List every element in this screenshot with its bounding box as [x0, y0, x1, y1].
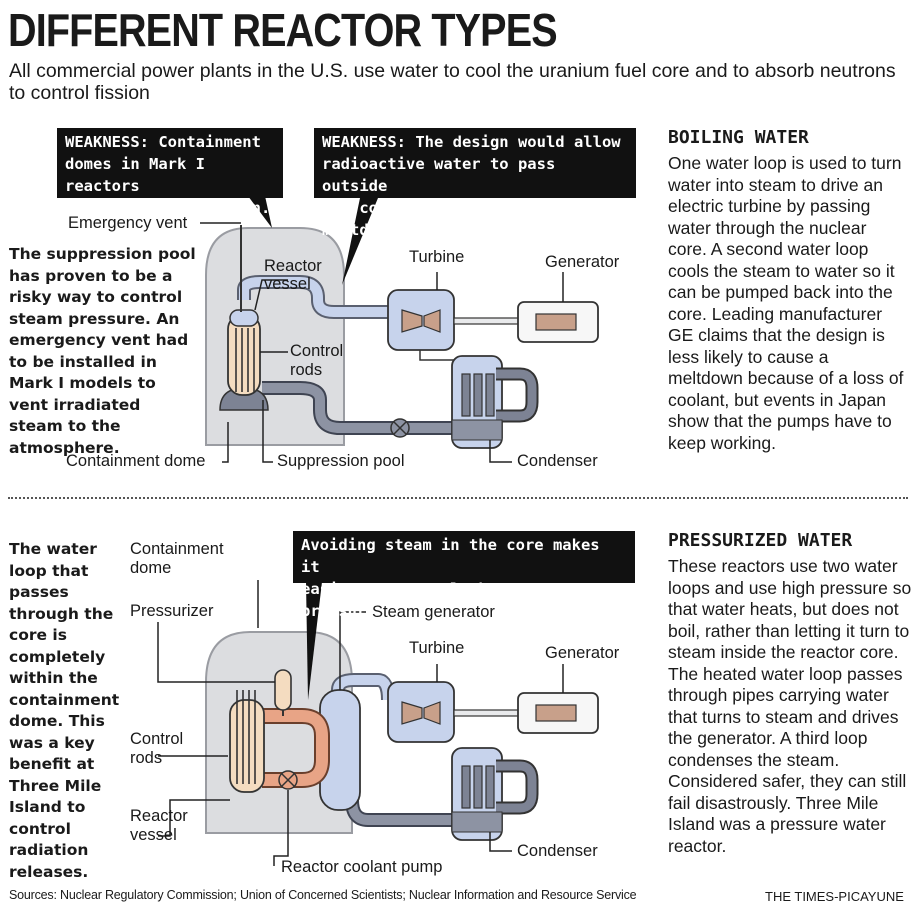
label-pwr-containment-dome-line2: dome [130, 559, 172, 577]
bwr-diagram [200, 196, 599, 463]
label-reactor-vessel-line1: Reactor [264, 257, 322, 275]
label-generator: Generator [545, 253, 620, 271]
label-pwr-containment-dome-line1: Containment [130, 540, 224, 558]
label-control-rods-line2: rods [290, 361, 323, 379]
pwr-diagram [157, 580, 599, 866]
bwr-description: One water loop is used to turn water int… [668, 153, 904, 453]
pwr-callout-pressure: Avoiding steam in the core makes it easi… [293, 531, 635, 620]
pwr-description: These reactors use two water loops and u… [668, 556, 912, 856]
label-pwr-pressurizer: Pressurizer [130, 602, 214, 620]
label-emergency-vent: Emergency vent [68, 214, 188, 232]
label-pwr-control-rods-line1: Control [130, 730, 184, 748]
page-subtitle: All commercial power plants in the U.S. … [9, 60, 896, 104]
section-divider [8, 497, 908, 499]
label-pwr-steam-generator: Steam generator [372, 603, 495, 621]
label-pwr-control-rods-line2: rods [130, 749, 163, 767]
sources-line: Sources: Nuclear Regulatory Commission; … [9, 888, 637, 902]
pwr-side-note: The water loop that passes through the c… [9, 540, 120, 881]
pwr-reactor-vessel [229, 699, 265, 793]
label-pwr-reactor-vessel-line2: vessel [130, 826, 177, 844]
label-pwr-turbine: Turbine [409, 639, 465, 657]
label-pwr-generator: Generator [545, 644, 620, 662]
label-control-rods-line1: Control [290, 342, 344, 360]
label-containment-dome: Containment dome [66, 452, 206, 470]
pwr-pressurizer [274, 669, 292, 711]
label-suppression-pool: Suppression pool [277, 452, 405, 470]
credit-line: THE TIMES-PICAYUNE [765, 889, 904, 904]
label-turbine: Turbine [409, 248, 465, 266]
label-pwr-reactor-coolant-pump: Reactor coolant pump [281, 858, 443, 876]
bwr-callout-meltdown-weakness: WEAKNESS: The design would allow radioac… [314, 128, 636, 239]
bwr-callout-containment-weakness: WEAKNESS: Containment domes in Mark I re… [57, 128, 283, 217]
label-pwr-reactor-vessel-line1: Reactor [130, 807, 188, 825]
bwr-control-rods [235, 328, 255, 392]
label-pwr-condenser: Condenser [517, 842, 598, 860]
label-condenser: Condenser [517, 452, 598, 470]
page-title: DIFFERENT REACTOR TYPES [8, 4, 558, 56]
bwr-heading: BOILING WATER [668, 127, 809, 148]
pwr-heading: PRESSURIZED WATER [668, 530, 853, 551]
label-reactor-vessel-line2: vessel [264, 275, 311, 293]
pwr-control-rods [236, 690, 256, 784]
bwr-side-note: The suppression pool has proven to be a … [9, 245, 196, 457]
bwr-reactor-vessel [227, 314, 261, 396]
